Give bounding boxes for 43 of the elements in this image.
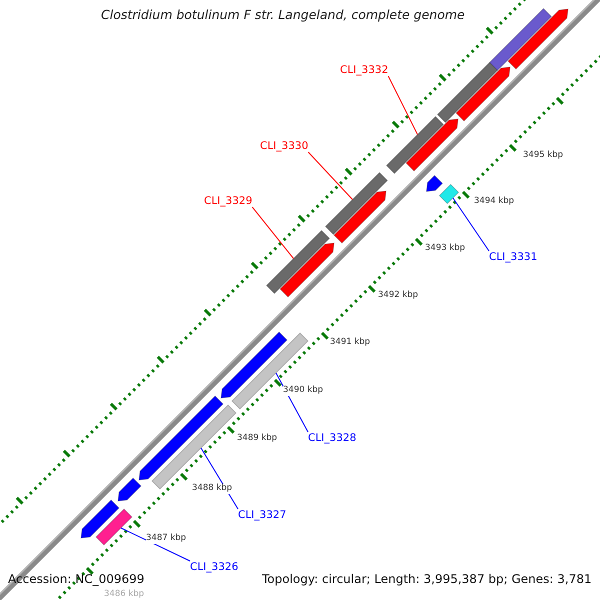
tick-label: 3487 kbp — [146, 534, 186, 544]
leader-line — [308, 152, 353, 200]
leader-line — [252, 206, 294, 259]
gene-feature — [118, 478, 142, 502]
feature-bar — [324, 172, 388, 236]
gene-feature — [333, 190, 386, 244]
feature-bar — [231, 332, 309, 410]
gene-feature — [138, 395, 224, 480]
gene-feature — [507, 8, 568, 70]
gene-feature — [456, 66, 510, 122]
feature-bar — [386, 116, 444, 174]
diagram-title: Clostridium botulinum F str. Langeland, complete genome — [101, 8, 465, 22]
gene-label: CLI_3330 — [260, 140, 308, 152]
tick-label: 3494 kbp — [474, 197, 514, 207]
tick-label: 3495 kbp — [523, 151, 564, 161]
gene-feature — [426, 174, 443, 192]
gene-feature — [280, 242, 334, 298]
feature-bar — [151, 404, 237, 490]
gene-label: CLI_3329 — [204, 195, 252, 208]
gene-label: CLI_3326 — [190, 561, 238, 574]
leader-line — [120, 528, 190, 562]
tick-label: 3493 kbp — [425, 244, 466, 254]
tick-label: 3490 kbp — [283, 386, 324, 396]
feature-bar — [436, 62, 498, 124]
gene-feature — [406, 118, 459, 172]
tick-label: 3492 kbp — [378, 291, 418, 301]
gene-label: CLI_3331 — [489, 251, 538, 264]
gene-label: CLI_3327 — [238, 509, 286, 522]
feature-diamond — [438, 184, 460, 204]
tick-label: 3486 kbp — [104, 590, 144, 600]
gene-feature — [80, 499, 120, 538]
feature-bar — [266, 230, 330, 294]
tick-label: 3491 kbp — [330, 338, 370, 348]
leader-line — [388, 76, 418, 135]
tick-label: 3488 kbp — [192, 484, 232, 494]
gene-label: CLI_3328 — [308, 432, 356, 444]
gene-label: CLI_3332 — [340, 64, 388, 76]
feature-bar — [95, 508, 133, 546]
leader-line — [452, 198, 490, 252]
tick-label: 3489 kbp — [237, 434, 278, 444]
footer-text: Accession: NC_009699 — [8, 573, 144, 587]
footer-text: Topology: circular; Length: 3,995,387 bp; Genes: 3,781 — [262, 573, 592, 587]
feature-bar — [488, 8, 552, 71]
